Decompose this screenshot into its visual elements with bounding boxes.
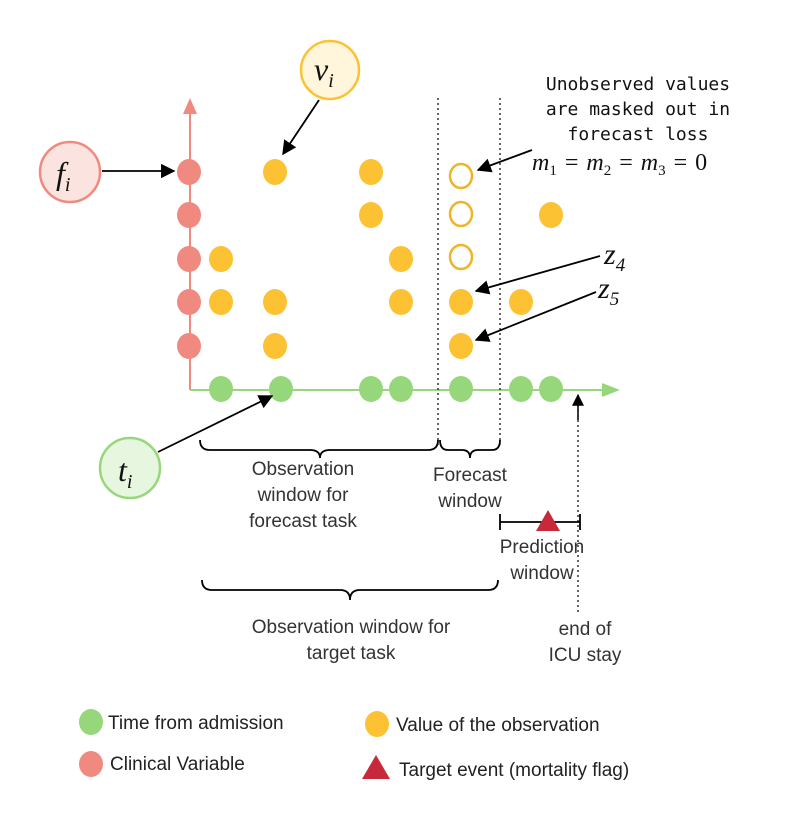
- green-dot: [359, 376, 383, 402]
- z4-label: z4: [603, 238, 626, 276]
- prediction-window-bar: [499, 510, 581, 531]
- green-dot: [449, 376, 473, 402]
- orange-circle-icon: [365, 711, 389, 737]
- green-dot: [209, 376, 233, 402]
- orange-dot: [449, 289, 473, 315]
- orange-dot: [263, 289, 287, 315]
- mask-note: Unobserved values are masked out in fore…: [546, 74, 730, 145]
- mask-note-line-3: forecast loss: [568, 124, 709, 145]
- svg-text:ti: ti: [118, 452, 132, 493]
- hollow-dot: [448, 243, 474, 271]
- orange-dot: [449, 333, 473, 359]
- red-dot: [177, 202, 201, 228]
- obs-forecast-label-2: window for: [257, 485, 349, 506]
- target-event-triangle: [536, 510, 560, 531]
- mask-equation: m1=m2=m3=0: [532, 150, 707, 179]
- red-dot: [177, 289, 201, 315]
- v-i-bubble: vi: [299, 39, 361, 101]
- f-i-bubble: fi: [38, 140, 102, 204]
- v-symbol: v: [314, 51, 329, 87]
- hollow-dot: [448, 200, 474, 228]
- prediction-window-label-2: window: [509, 563, 574, 584]
- green-dot: [269, 376, 293, 402]
- red-dot: [177, 333, 201, 359]
- obs-target-label-2: target task: [307, 643, 396, 664]
- t-i-bubble: ti: [98, 436, 162, 500]
- legend: Time from admission Clinical Variable Va…: [79, 709, 629, 781]
- legend-time: Time from admission: [108, 713, 284, 734]
- orange-dot: [359, 159, 383, 185]
- orange-dot: [509, 289, 533, 315]
- z5-label: z5: [597, 272, 619, 310]
- red-circle-icon: [79, 751, 103, 777]
- legend-target: Target event (mortality flag): [399, 760, 629, 781]
- forecast-brace: [439, 439, 501, 459]
- red-dot: [177, 159, 201, 185]
- v-arrow: [282, 99, 320, 156]
- obs-target-brace: [201, 579, 499, 601]
- f-subscript: i: [65, 174, 71, 196]
- prediction-window-label-1: Prediction: [500, 537, 585, 558]
- end-icu-label-2: ICU stay: [549, 645, 622, 666]
- time-dots: [209, 376, 563, 402]
- end-icu-label-1: end of: [559, 619, 613, 640]
- clinical-variable-dots: [177, 159, 201, 359]
- orange-dot: [209, 246, 233, 272]
- obs-forecast-label-1: Observation: [252, 459, 354, 480]
- v-subscript: i: [328, 70, 334, 92]
- green-dot: [509, 376, 533, 402]
- t-symbol: t: [118, 452, 128, 488]
- orange-dot: [263, 159, 287, 185]
- orange-dot: [389, 289, 413, 315]
- red-dot: [177, 246, 201, 272]
- green-circle-icon: [79, 709, 103, 735]
- z4-arrow: [474, 255, 601, 295]
- legend-value: Value of the observation: [396, 715, 600, 736]
- orange-dot: [539, 202, 563, 228]
- t-subscript: i: [127, 471, 133, 493]
- orange-dot: [359, 202, 383, 228]
- red-triangle-icon: [362, 755, 390, 779]
- t-arrow: [157, 395, 274, 453]
- orange-dot: [209, 289, 233, 315]
- mask-note-line-2: are masked out in: [546, 99, 730, 120]
- time-axis-arrowhead: [602, 383, 620, 397]
- svg-text:vi: vi: [314, 51, 334, 92]
- orange-dot: [263, 333, 287, 359]
- green-dot: [539, 376, 563, 402]
- hollow-dot: [448, 162, 474, 190]
- obs-forecast-brace: [199, 439, 439, 459]
- forecast-window-label-2: window: [437, 491, 502, 512]
- z5-arrow: [474, 291, 597, 342]
- obs-target-label-1: Observation window for: [252, 617, 451, 638]
- unobserved-dots: [448, 162, 474, 271]
- forecast-window-label-1: Forecast: [433, 465, 508, 486]
- legend-clinical: Clinical Variable: [110, 754, 245, 775]
- observation-value-dots: [209, 159, 563, 359]
- vertical-axis-arrowhead: [183, 98, 197, 114]
- orange-dot: [389, 246, 413, 272]
- green-dot: [389, 376, 413, 402]
- mask-note-line-1: Unobserved values: [546, 74, 730, 95]
- mask-arrow: [476, 149, 533, 173]
- obs-forecast-label-3: forecast task: [249, 511, 357, 532]
